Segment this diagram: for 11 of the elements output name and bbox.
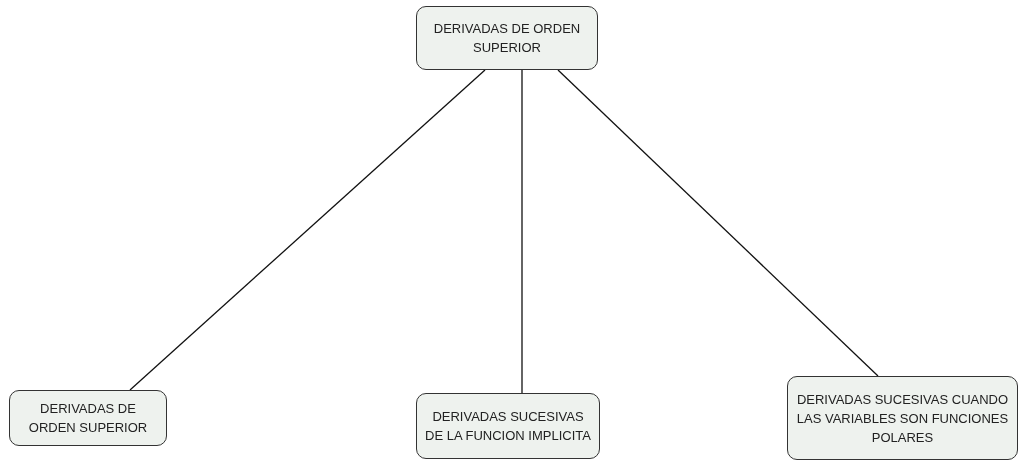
concept-box bbox=[9, 390, 167, 446]
connector-line bbox=[521, 69, 523, 394]
concept-box bbox=[416, 393, 600, 459]
connector-line bbox=[129, 69, 486, 391]
concept-text: DERIVADAS SUCESIVAS DE LA FUNCION IMPLICITA bbox=[425, 408, 591, 445]
concept-text: DERIVADAS DE ORDEN SUPERIOR bbox=[432, 20, 582, 57]
connector-line bbox=[557, 69, 879, 377]
concept-text: DERIVADAS SUCESIVAS CUANDO LAS VARIABLES SON FUNCIONES POLARES bbox=[796, 390, 1009, 447]
concept-box bbox=[416, 6, 598, 70]
concept-box bbox=[787, 376, 1018, 460]
concept-text: DERIVADAS DE ORDEN SUPERIOR bbox=[27, 400, 149, 437]
